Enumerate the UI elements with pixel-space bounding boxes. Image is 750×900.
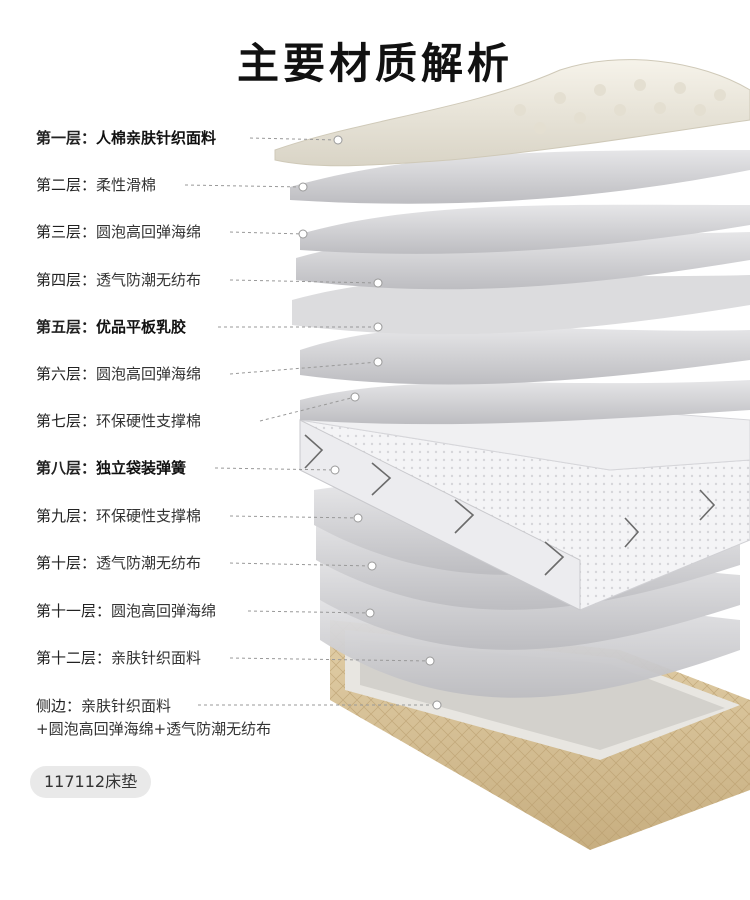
layer-label: 第九层：环保硬性支撑棉 xyxy=(36,505,201,526)
layer-level: 第二层： xyxy=(36,176,96,194)
layer-material: 透气防潮无纺布 xyxy=(96,271,201,289)
side-extra: +圆泡高回弹海绵+透气防潮无纺布 xyxy=(36,718,271,739)
layer-level: 第三层： xyxy=(36,223,96,241)
layer-level: 第六层： xyxy=(36,365,96,383)
layer-material: 圆泡高回弹海绵 xyxy=(111,602,216,620)
layer-level: 第十一层： xyxy=(36,602,111,620)
layer-label: 第六层：圆泡高回弹海绵 xyxy=(36,363,201,384)
layer-level: 第九层： xyxy=(36,507,96,525)
layer-label: 第七层：环保硬性支撑棉 xyxy=(36,410,201,431)
layer-level: 第五层： xyxy=(36,318,96,336)
layer-label: 第四层：透气防潮无纺布 xyxy=(36,269,201,290)
layer-material: 圆泡高回弹海绵 xyxy=(96,223,201,241)
model-badge: 117112床垫 xyxy=(30,766,151,798)
layer-material: 透气防潮无纺布 xyxy=(96,554,201,572)
layer-material: 亲肤针织面料 xyxy=(111,649,201,667)
layer-material: 人棉亲肤针织面料 xyxy=(96,129,216,147)
layer-level: 第十层： xyxy=(36,554,96,572)
layer-level: 第七层： xyxy=(36,412,96,430)
side-level: 侧边： xyxy=(36,697,81,715)
layer-level: 第一层： xyxy=(36,129,96,147)
layer-label: 第三层：圆泡高回弹海绵 xyxy=(36,221,201,242)
side-label: 侧边：亲肤针织面料 xyxy=(36,695,171,716)
layer-label: 第十一层：圆泡高回弹海绵 xyxy=(36,600,216,621)
layer-level: 第八层： xyxy=(36,459,96,477)
layer-material: 环保硬性支撑棉 xyxy=(96,507,201,525)
layer-material: 环保硬性支撑棉 xyxy=(96,412,201,430)
layer-material: 圆泡高回弹海绵 xyxy=(96,365,201,383)
layer-label: 第二层：柔性滑棉 xyxy=(36,174,156,195)
side-material: 亲肤针织面料 xyxy=(81,697,171,715)
layer-label: 第一层：人棉亲肤针织面料 xyxy=(36,127,216,148)
layer-level: 第十二层： xyxy=(36,649,111,667)
layer-label: 第八层：独立袋装弹簧 xyxy=(36,457,186,478)
layer-label: 第十二层：亲肤针织面料 xyxy=(36,647,201,668)
layer-material: 独立袋装弹簧 xyxy=(96,459,186,477)
layer-material: 柔性滑棉 xyxy=(96,176,156,194)
layer-material: 优品平板乳胶 xyxy=(96,318,186,336)
layer-level: 第四层： xyxy=(36,271,96,289)
layer-label: 第五层：优品平板乳胶 xyxy=(36,316,186,337)
layer-label: 第十层：透气防潮无纺布 xyxy=(36,552,201,573)
